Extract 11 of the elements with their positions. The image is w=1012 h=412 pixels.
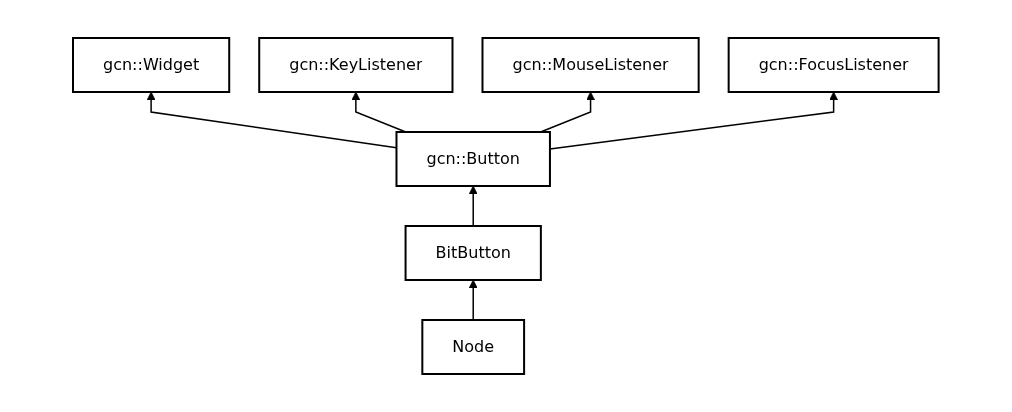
arrow [351,91,407,133]
arrow [540,91,596,133]
node-box: gcn::FocusListener [727,37,940,93]
node-box: Node [421,319,526,375]
node-box: gcn::MouseListener [481,37,700,93]
arrow [469,279,478,321]
node-box: gcn::Widget [72,37,231,93]
node-box: gcn::KeyListener [258,37,454,93]
arrow [469,185,478,227]
node-box: BitButton [404,225,543,281]
node-box: gcn::Button [395,131,552,187]
